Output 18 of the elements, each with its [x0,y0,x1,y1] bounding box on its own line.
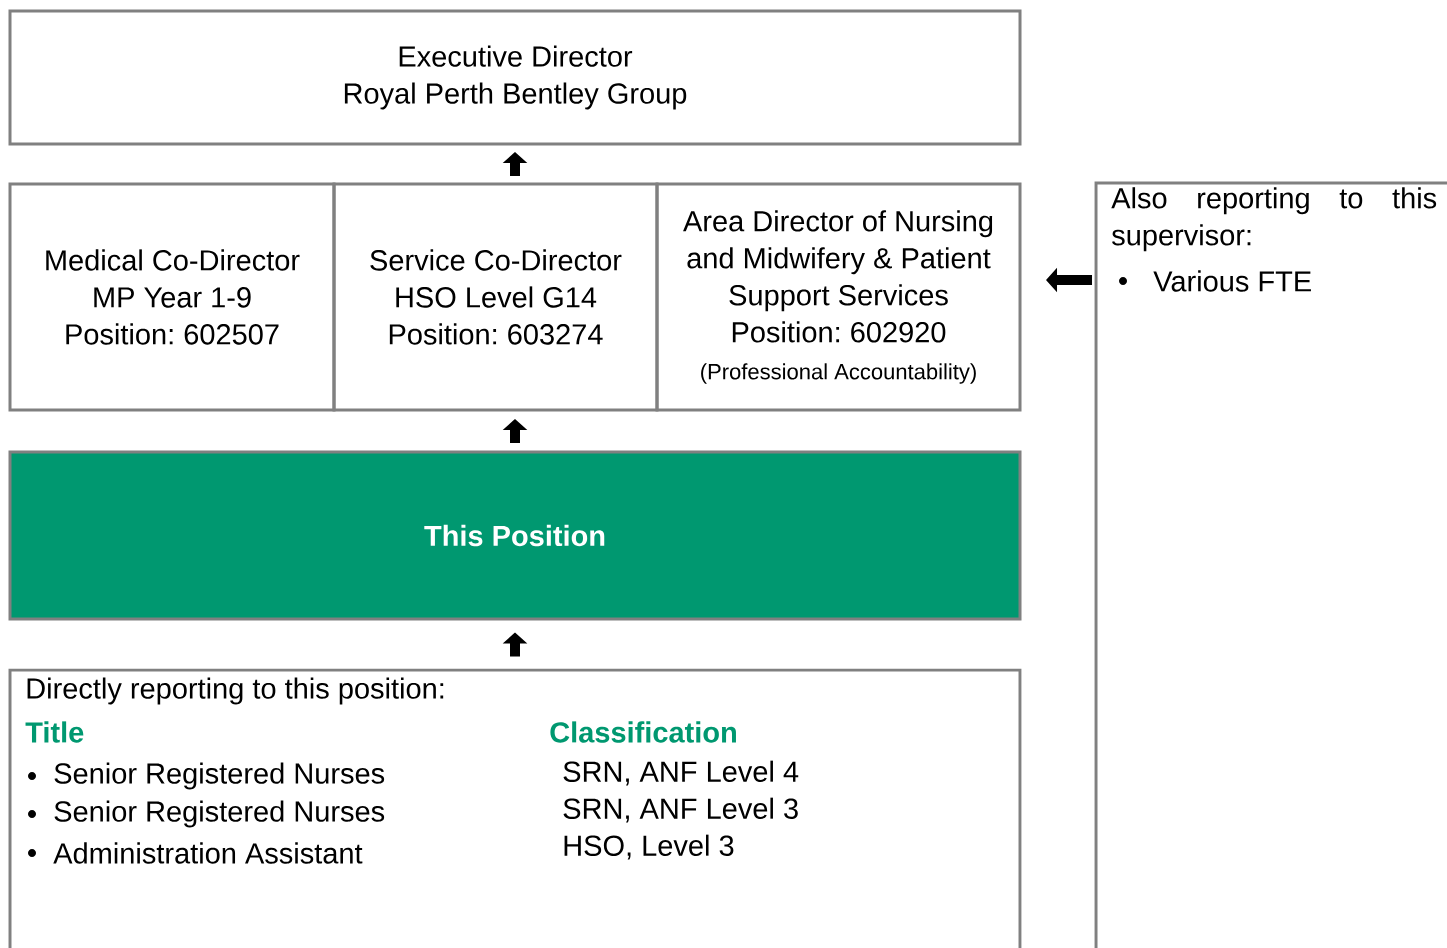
reporting-box [8,668,1022,948]
position-box: Area Director of Nursing and Midwifery & Patient Support Services Position: 602920 (Professional Accountability) [655,182,1022,412]
position-box: Medical Co-Director MP Year 1-9 Position: 602507 [8,182,336,412]
list-item: Administration Assistant [28,842,363,864]
classification: SRN, ANF Level 3 [563,797,798,823]
side-box [1094,181,1447,948]
note: Also reporting to this supervisor: [1111,187,1437,252]
column-header: Title [25,721,84,743]
classification: SRN, ANF Level 4 [563,760,799,786]
position-box: Service Co-Director HSO Level G14 Position: 603274 [332,182,659,412]
list-item: Various FTE [1119,270,1311,292]
director-box: Executive Director Royal Perth Bentley Group [8,9,1022,146]
heading: Directly reporting to this position: [27,677,444,705]
column-header: Classification [550,721,736,743]
list-item: Senior Registered Nurses [28,762,385,790]
classification: HSO, Level 3 [564,834,734,860]
position-box: This Position [8,450,1022,621]
list-item: Senior Registered Nurses [28,800,385,828]
